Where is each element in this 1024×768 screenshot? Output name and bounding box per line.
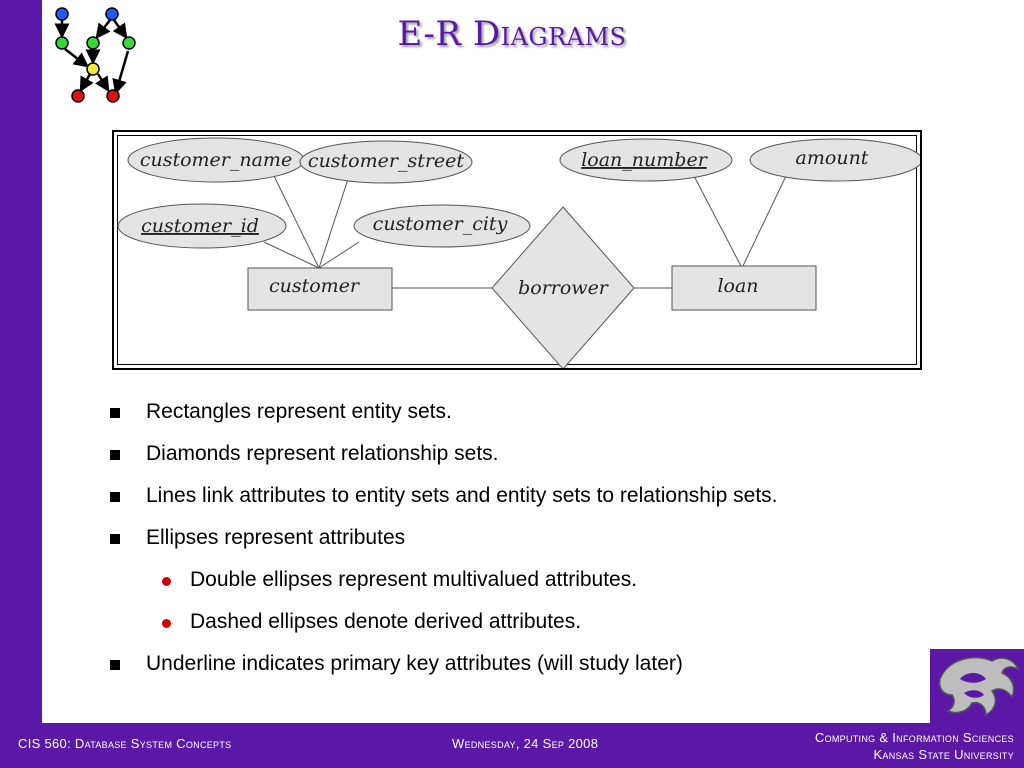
attr-amount-ellipse: [749, 138, 920, 182]
attr-customer-street-label: customer_street: [308, 150, 465, 172]
bullet-item: Diamonds represent relationship sets.: [106, 440, 986, 482]
bullet-text: Underline indicates primary key attribut…: [146, 652, 683, 675]
bullet-text: Diamonds represent relationship sets.: [146, 442, 499, 465]
attr-amount-label: amount: [796, 147, 869, 169]
wildcat-logo-icon: [930, 649, 1024, 723]
bullet-text: Lines link attributes to entity sets and…: [146, 484, 778, 507]
sub-bullet-item: Dashed ellipses denote derived attribute…: [106, 608, 986, 650]
attr-customer-street-ellipse: [299, 140, 473, 184]
entity-loan-label: loan: [717, 275, 758, 297]
sub-bullet-text: Dashed ellipses denote derived attribute…: [190, 610, 582, 633]
dot-bullet-icon: [162, 619, 171, 628]
footer-department-line2: Kansas State University: [873, 747, 1014, 762]
footer-course: CIS 560: Database System Concepts: [18, 736, 232, 751]
attr-customer-id-ellipse: [117, 203, 287, 249]
dot-bullet-icon: [162, 577, 171, 586]
square-bullet-icon: [110, 660, 120, 670]
footer-department: Computing & Information Sciences Kansas …: [815, 729, 1014, 763]
attr-customer-city-label: customer_city: [373, 213, 508, 235]
sub-bullet-item: Double ellipses represent multivalued at…: [106, 566, 986, 608]
bullet-item: Ellipses represent attributes: [106, 524, 986, 566]
er-diagram-frame: customer_name customer_street customer_i…: [112, 130, 922, 370]
square-bullet-icon: [110, 408, 120, 418]
bullet-item: Lines link attributes to entity sets and…: [106, 482, 986, 524]
footer-department-line1: Computing & Information Sciences: [814, 730, 1014, 745]
graph-logo-icon: [54, 7, 136, 103]
er-diagram-inner-border: [117, 135, 917, 365]
square-bullet-icon: [110, 492, 120, 502]
attr-customer-city-ellipse: [353, 204, 531, 248]
footer-date: Wednesday, 24 Sep 2008: [452, 736, 599, 751]
entity-customer-label: customer: [269, 275, 361, 297]
sub-bullet-text: Double ellipses represent multivalued at…: [190, 568, 638, 591]
footer-bar: [0, 723, 1024, 768]
square-bullet-icon: [110, 450, 120, 460]
square-bullet-icon: [110, 534, 120, 544]
bullet-item: Underline indicates primary key attribut…: [106, 650, 986, 692]
relationship-borrower-diamond: [491, 206, 635, 368]
entity-loan-rect: [671, 265, 817, 311]
attr-customer-id-label: customer_id: [141, 215, 259, 237]
attr-loan-number-ellipse: [559, 138, 733, 182]
attr-customer-name-label: customer_name: [140, 149, 292, 171]
page-title: E-R Diagrams: [397, 14, 627, 54]
bullet-list: Rectangles represent entity sets. Diamon…: [106, 398, 986, 692]
slide-content-area: [42, 0, 1024, 723]
bullet-text: Rectangles represent entity sets.: [146, 400, 452, 423]
bullet-text: Ellipses represent attributes: [146, 526, 406, 549]
relationship-borrower-label: borrower: [518, 277, 610, 299]
attr-loan-number-label: loan_number: [581, 149, 708, 171]
er-diagram: customer_name customer_street customer_i…: [117, 137, 920, 368]
entity-customer-rect: [247, 267, 393, 311]
left-sidebar-bar: [0, 0, 42, 768]
bullet-item: Rectangles represent entity sets.: [106, 398, 986, 440]
